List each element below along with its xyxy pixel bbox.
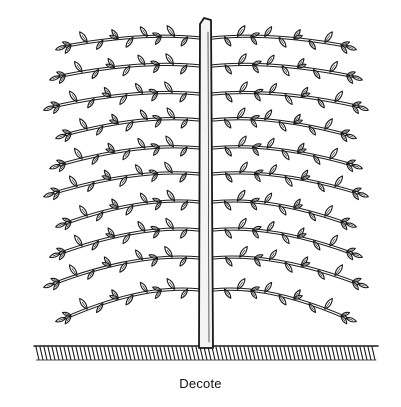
- ground-hatch: [300, 347, 303, 360]
- ground-hatch: [116, 347, 119, 360]
- ground-hatch: [216, 347, 219, 360]
- ground-hatch: [264, 347, 267, 360]
- ground-hatch: [128, 347, 131, 360]
- ground-hatch: [208, 347, 211, 360]
- ground-hatch: [360, 347, 363, 360]
- ground-hatch: [88, 347, 91, 360]
- ground-hatch: [332, 347, 335, 360]
- ground-hatch: [80, 347, 83, 360]
- ground-hatch: [84, 347, 87, 360]
- ground-hatch: [340, 347, 343, 360]
- ground-hatch: [336, 347, 339, 360]
- ground-hatch: [272, 347, 275, 360]
- ground-hatch: [112, 347, 115, 360]
- ground-hatch: [328, 347, 331, 360]
- ground-hatch: [176, 347, 179, 360]
- ground-hatch: [184, 347, 187, 360]
- ground-hatch: [188, 347, 191, 360]
- ground-hatch: [168, 347, 171, 360]
- ground-hatch: [316, 347, 319, 360]
- ground-hatch: [268, 347, 271, 360]
- ground-hatch: [192, 347, 195, 360]
- ground-hatch: [148, 347, 151, 360]
- ground-hatch: [348, 347, 351, 360]
- ground-hatch: [36, 347, 39, 360]
- ground-hatch: [276, 347, 279, 360]
- figure-caption: Decote: [0, 376, 401, 391]
- ground-hatch: [136, 347, 139, 360]
- ground-hatch: [372, 347, 375, 360]
- ground-hatch: [104, 347, 107, 360]
- ground-hatch: [368, 347, 371, 360]
- ground-hatch: [356, 347, 359, 360]
- ground-hatch: [72, 347, 75, 360]
- ground-hatch: [144, 347, 147, 360]
- ground-hatch: [180, 347, 183, 360]
- ground-hatch: [108, 347, 111, 360]
- ground-hatch: [160, 347, 163, 360]
- ground-hatch: [204, 347, 207, 360]
- ground-hatch: [152, 347, 155, 360]
- ground-hatch: [320, 347, 323, 360]
- ground-hatch: [92, 347, 95, 360]
- ground-hatch: [100, 347, 103, 360]
- tree-trunk: [199, 18, 213, 348]
- ground-hatch: [140, 347, 143, 360]
- ground-hatch: [132, 347, 135, 360]
- ground-hatch: [364, 347, 367, 360]
- ground-hatch: [156, 347, 159, 360]
- ground-hatch: [64, 347, 67, 360]
- ground-hatch: [68, 347, 71, 360]
- ground-hatch: [352, 347, 355, 360]
- ground-hatch: [76, 347, 79, 360]
- ground-hatch: [40, 347, 43, 360]
- ground-hatch: [296, 347, 299, 360]
- ground-hatch: [240, 347, 243, 360]
- ground-hatch: [124, 347, 127, 360]
- ground-hatch: [96, 347, 99, 360]
- ground-hatch: [252, 347, 255, 360]
- ground-hatch: [56, 347, 59, 360]
- espalier-tree-illustration: [28, 8, 384, 370]
- ground-hatch: [120, 347, 123, 360]
- ground-hatch: [212, 347, 215, 360]
- ground-hatch: [224, 347, 227, 360]
- ground-hatch: [312, 347, 315, 360]
- ground-hatch: [244, 347, 247, 360]
- ground-hatch: [228, 347, 231, 360]
- ground-hatch: [60, 347, 63, 360]
- ground-hatch: [200, 347, 203, 360]
- ground-hatch: [172, 347, 175, 360]
- ground-hatch: [236, 347, 239, 360]
- ground-hatch: [344, 347, 347, 360]
- ground-hatch: [248, 347, 251, 360]
- ground-hatch: [232, 347, 235, 360]
- ground-hatch: [304, 347, 307, 360]
- ground-hatch: [308, 347, 311, 360]
- ground-hatch: [288, 347, 291, 360]
- ground-hatch: [284, 347, 287, 360]
- ground-hatch: [196, 347, 199, 360]
- ground-hatch: [44, 347, 47, 360]
- ground-hatch: [324, 347, 327, 360]
- ground-hatch: [164, 347, 167, 360]
- ground-hatch: [220, 347, 223, 360]
- ground-hatch: [292, 347, 295, 360]
- ground-hatch: [256, 347, 259, 360]
- ground-hatch: [52, 347, 55, 360]
- ground-hatch: [48, 347, 51, 360]
- ground-hatch: [260, 347, 263, 360]
- ground-hatch: [280, 347, 283, 360]
